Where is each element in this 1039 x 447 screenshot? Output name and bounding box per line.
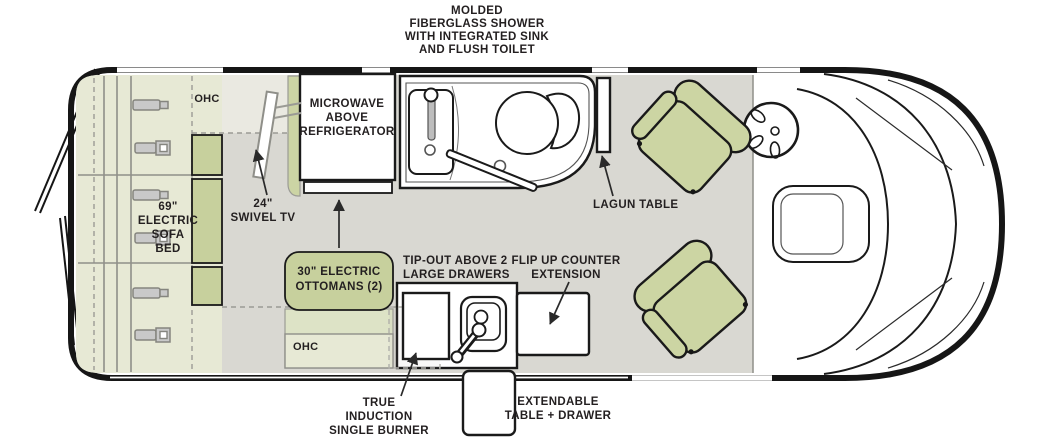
- extendable-label: TABLE + DRAWER: [505, 410, 612, 422]
- flip-up-label: EXTENSION: [531, 269, 601, 281]
- ohc-cabinet-bottom: [284, 333, 394, 369]
- sofa-backrest-segment: [191, 266, 223, 306]
- ottomans-label: 30" ELECTRIC: [297, 266, 380, 278]
- tv-leader-line: [252, 149, 268, 196]
- lagun-table: [595, 76, 612, 154]
- ottomans-label: OTTOMANS (2): [295, 281, 382, 293]
- refrigerator-unit: [287, 72, 397, 197]
- induction-label: SINGLE BURNER: [329, 425, 429, 437]
- hood-crease: [855, 97, 953, 171]
- shower-note-label: WITH INTEGRATED SINK: [405, 31, 549, 43]
- faucet-icon: [450, 322, 487, 364]
- ohc-top-label: OHC: [194, 93, 219, 105]
- sofa-bed: [76, 75, 223, 373]
- center-console: [772, 185, 870, 263]
- cab-area: [742, 73, 985, 375]
- induction-burner-icon: [401, 291, 451, 361]
- tip-out-label: LARGE DRAWERS: [403, 269, 510, 281]
- extendable-table: [461, 369, 517, 437]
- swivel-tv-label: 24": [253, 198, 272, 210]
- lagun-leader-line: [599, 155, 614, 197]
- overhead-zone: [222, 75, 288, 133]
- induction-leader-line: [400, 352, 418, 397]
- flip-up-label: FLIP UP COUNTER: [512, 255, 621, 267]
- sink-icon: [408, 87, 454, 175]
- leader-lines: [252, 149, 614, 397]
- seatbelt-icon: [132, 99, 169, 111]
- microwave-label: MICROWAVE: [310, 98, 385, 110]
- window-gaps: [110, 67, 800, 381]
- microwave-label: ABOVE: [326, 112, 369, 124]
- shower-note-label: AND FLUSH TOILET: [419, 44, 535, 56]
- labels: MOLDED FIBERGLASS SHOWER WITH INTEGRATED…: [138, 5, 678, 437]
- induction-label: INDUCTION: [345, 411, 412, 423]
- sofa-bed-label: BED: [155, 243, 180, 255]
- swivel-tv-label: SWIVEL TV: [231, 212, 296, 224]
- windshield: [823, 73, 958, 375]
- flip-up-leader-line: [549, 281, 570, 325]
- sofa-bed-label: SOFA: [152, 229, 185, 241]
- hood-crease: [855, 277, 953, 351]
- shower-note-label: FIBERGLASS SHOWER: [409, 18, 544, 30]
- kitchen-counter: [388, 281, 519, 370]
- sofa-bed-label: 69": [158, 201, 177, 213]
- seatbelt-icon: [134, 140, 171, 156]
- seatbelt-icon: [132, 287, 169, 299]
- seatbelt-icon: [134, 327, 171, 343]
- ohc-bottom-label: OHC: [293, 341, 318, 353]
- flip-up-counter-extension: [515, 291, 591, 357]
- toilet-icon: [495, 91, 581, 155]
- ottomans: [284, 251, 394, 311]
- seatbelt-icon: [132, 189, 169, 201]
- microwave-label: REFRIGERATOR: [299, 126, 394, 138]
- sofa-backrest-segment: [191, 178, 223, 264]
- shower-note-label: MOLDED: [451, 5, 503, 17]
- sofa-backrest-segment: [191, 134, 223, 176]
- extendable-label: EXTENDABLE: [517, 396, 598, 408]
- sofa-bed-label: ELECTRIC: [138, 215, 198, 227]
- hood-crease: [887, 79, 985, 167]
- steering-wheel-icon: [742, 101, 800, 159]
- shower-door-open: [445, 149, 538, 192]
- faucet-icon: [427, 97, 436, 141]
- lagun-table-label: LAGUN TABLE: [593, 199, 678, 211]
- tip-out-label: TIP-OUT ABOVE 2: [403, 255, 508, 267]
- dashboard: [796, 88, 890, 360]
- shower-room: [398, 74, 597, 192]
- induction-label: TRUE: [363, 397, 396, 409]
- hood-crease: [887, 281, 985, 369]
